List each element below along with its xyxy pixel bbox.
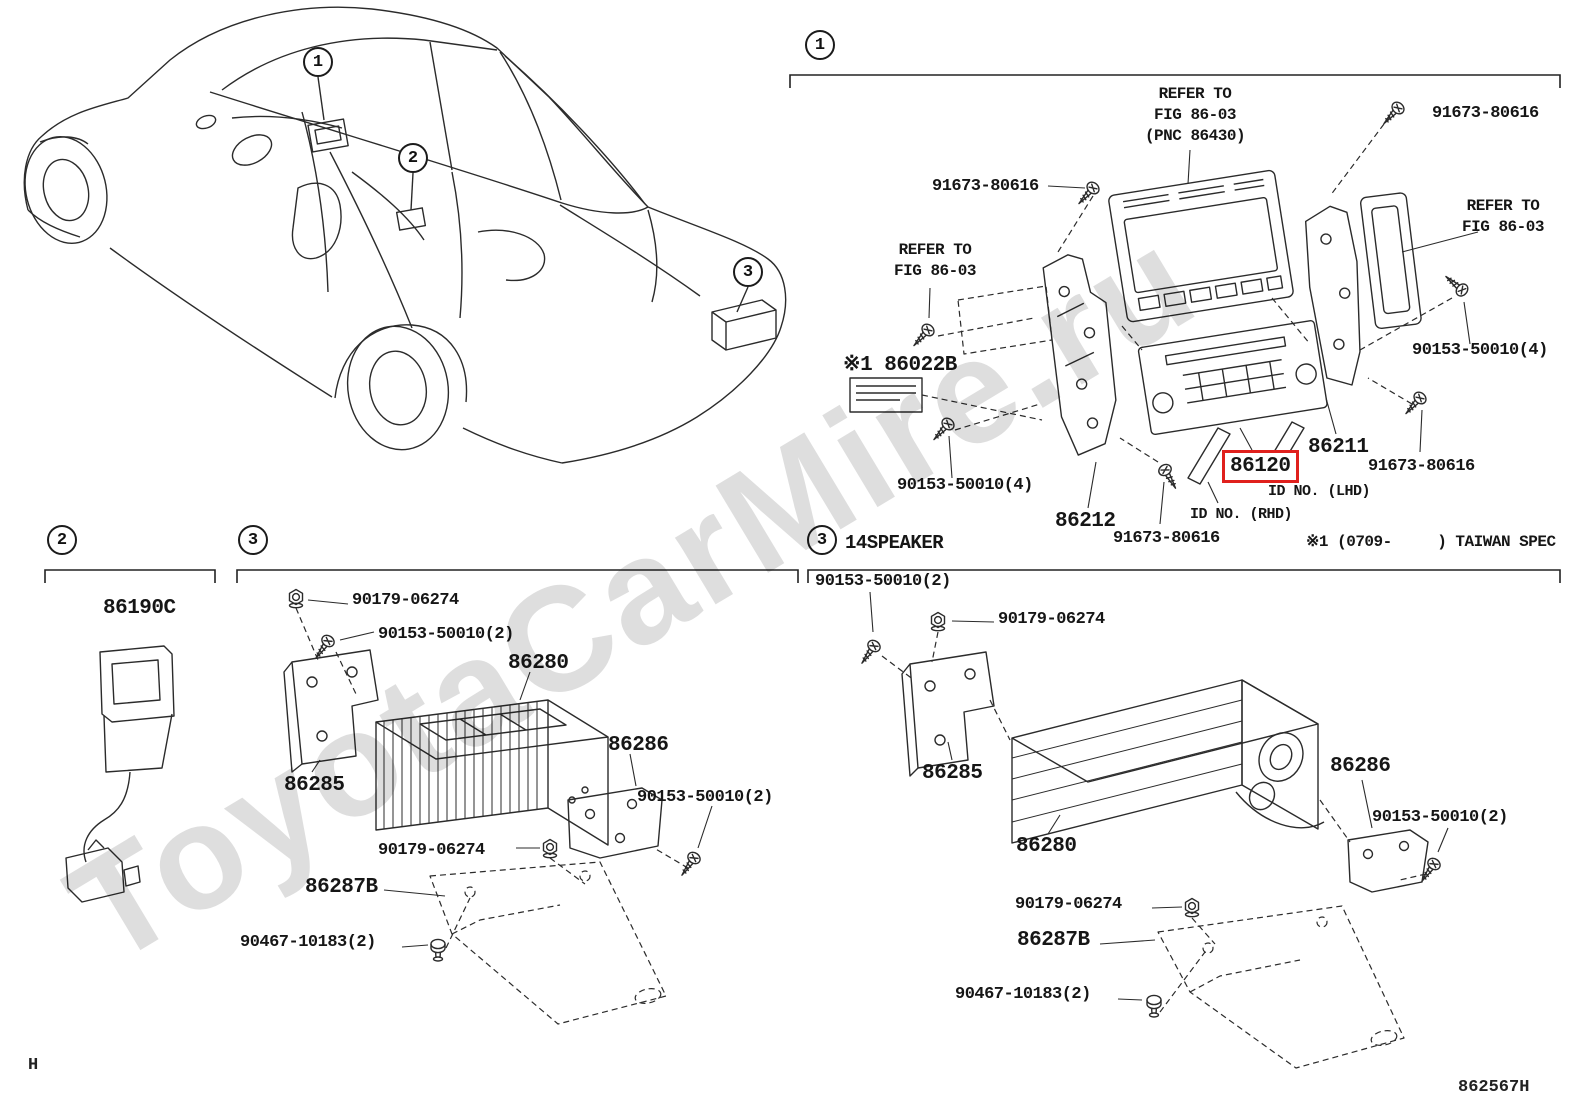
callout-3-section-14spk: 3 xyxy=(807,525,837,555)
part-label-90179-06274-top-14[interactable]: 90179-06274 xyxy=(998,610,1105,629)
callout-2-car: 2 xyxy=(398,143,428,173)
callout-3-car: 3 xyxy=(733,257,763,287)
note-id-no-lhd: ID NO. (LHD) xyxy=(1268,483,1371,500)
part-label-86287b[interactable]: 86287B xyxy=(305,876,378,899)
part-label-86287b-14[interactable]: 86287B xyxy=(1017,929,1090,952)
part-label-90179-06274-bottom[interactable]: 90179-06274 xyxy=(378,841,485,860)
assembly-dashed-lines xyxy=(921,115,1453,463)
part-label-91673-80616-right[interactable]: 91673-80616 xyxy=(1368,457,1475,476)
screw-icon xyxy=(1400,389,1430,419)
section-brackets xyxy=(44,74,1561,583)
bracket-86212-drawing xyxy=(1042,254,1117,456)
part-label-86212[interactable]: 86212 xyxy=(1055,510,1116,533)
note-taiwan-spec: ※1 (0709- ) TAIWAN SPEC xyxy=(1306,533,1556,551)
part-label-86285[interactable]: 86285 xyxy=(284,774,345,797)
part-label-90153-50010-right[interactable]: 90153-50010(2) xyxy=(637,788,773,807)
part-label-90153-50010-top-14[interactable]: 90153-50010(2) xyxy=(815,572,951,591)
screw-icon xyxy=(1073,179,1103,209)
part-label-90153-50010-right[interactable]: 90153-50010(4) xyxy=(1412,341,1548,360)
part-label-91673-80616-left[interactable]: 91673-80616 xyxy=(932,177,1039,196)
nut-icon xyxy=(930,611,946,632)
part-label-86120-highlighted[interactable]: 86120 xyxy=(1222,450,1299,484)
part-label-90179-06274-top[interactable]: 90179-06274 xyxy=(352,591,459,610)
screw-icon xyxy=(1156,461,1182,493)
callout-3-section: 3 xyxy=(238,525,268,555)
callout-1-section: 1 xyxy=(805,30,835,60)
bolt-icon xyxy=(430,938,446,962)
aux-jack-drawing xyxy=(65,645,175,903)
radio-receiver-drawing xyxy=(1137,320,1328,436)
part-label-86280-14[interactable]: 86280 xyxy=(1016,835,1077,858)
part-label-90153-50010-right-14[interactable]: 90153-50010(2) xyxy=(1372,808,1508,827)
part-label-90153-50010-top[interactable]: 90153-50010(2) xyxy=(378,625,514,644)
part-label-86280[interactable]: 86280 xyxy=(508,652,569,675)
part-label-90467-10183[interactable]: 90467-10183(2) xyxy=(240,933,376,952)
part-label-91673-80616-top[interactable]: 91673-80616 xyxy=(1432,104,1539,123)
part-label-91673-80616-bottom[interactable]: 91673-80616 xyxy=(1113,529,1220,548)
part-label-86022b[interactable]: ※1 86022B xyxy=(843,354,957,377)
bolt-icon xyxy=(1146,994,1162,1018)
part-label-86285-14[interactable]: 86285 xyxy=(922,762,983,785)
screw-icon xyxy=(1441,270,1471,300)
car-illustration xyxy=(23,6,787,464)
nut-icon xyxy=(288,588,304,609)
figure-number: 862567H xyxy=(1458,1078,1530,1097)
screw-icon xyxy=(1415,855,1444,886)
note-refer-fig-center: REFER TO FIG 86-03 (PNC 86430) xyxy=(1144,85,1246,145)
part-label-90179-06274-bottom-14[interactable]: 90179-06274 xyxy=(1015,895,1122,914)
part-label-86211[interactable]: 86211 xyxy=(1308,436,1369,459)
part-label-86190c[interactable]: 86190C xyxy=(103,597,176,620)
amplifier-exploded xyxy=(283,588,713,1025)
part-label-86286-14[interactable]: 86286 xyxy=(1330,755,1391,778)
part-label-86286[interactable]: 86286 xyxy=(608,734,669,757)
note-id-no-rhd: ID NO. (RHD) xyxy=(1190,506,1293,523)
note-refer-fig-right: REFER TO FIG 86-03 xyxy=(1462,197,1544,236)
display-unit-drawing xyxy=(1108,169,1294,323)
trim-frame-drawing xyxy=(1359,192,1422,330)
part-label-90153-50010-left[interactable]: 90153-50010(4) xyxy=(897,476,1033,495)
callout-1-car: 1 xyxy=(303,47,333,77)
amplifier14-exploded xyxy=(855,591,1449,1069)
nut-icon xyxy=(1184,897,1200,918)
label-plate-drawing xyxy=(849,377,923,413)
part-label-90467-10183-14[interactable]: 90467-10183(2) xyxy=(955,985,1091,1004)
note-refer-fig-left: REFER TO FIG 86-03 xyxy=(894,241,976,280)
screw-icon xyxy=(908,321,938,351)
screw-icon xyxy=(675,849,704,880)
screw-icon xyxy=(855,637,884,668)
page-marker: H xyxy=(28,1056,39,1075)
leader-lines xyxy=(928,149,1479,525)
id-flag-rhd xyxy=(1187,427,1231,485)
section-title-14speaker: 14SPEAKER xyxy=(845,532,944,554)
callout-2-section: 2 xyxy=(47,525,77,555)
bracket-86211-drawing xyxy=(1304,205,1361,386)
screw-icon xyxy=(928,415,958,445)
head-unit-exploded xyxy=(849,99,1479,525)
screw-icon xyxy=(1378,99,1408,129)
nut-icon xyxy=(542,838,558,859)
